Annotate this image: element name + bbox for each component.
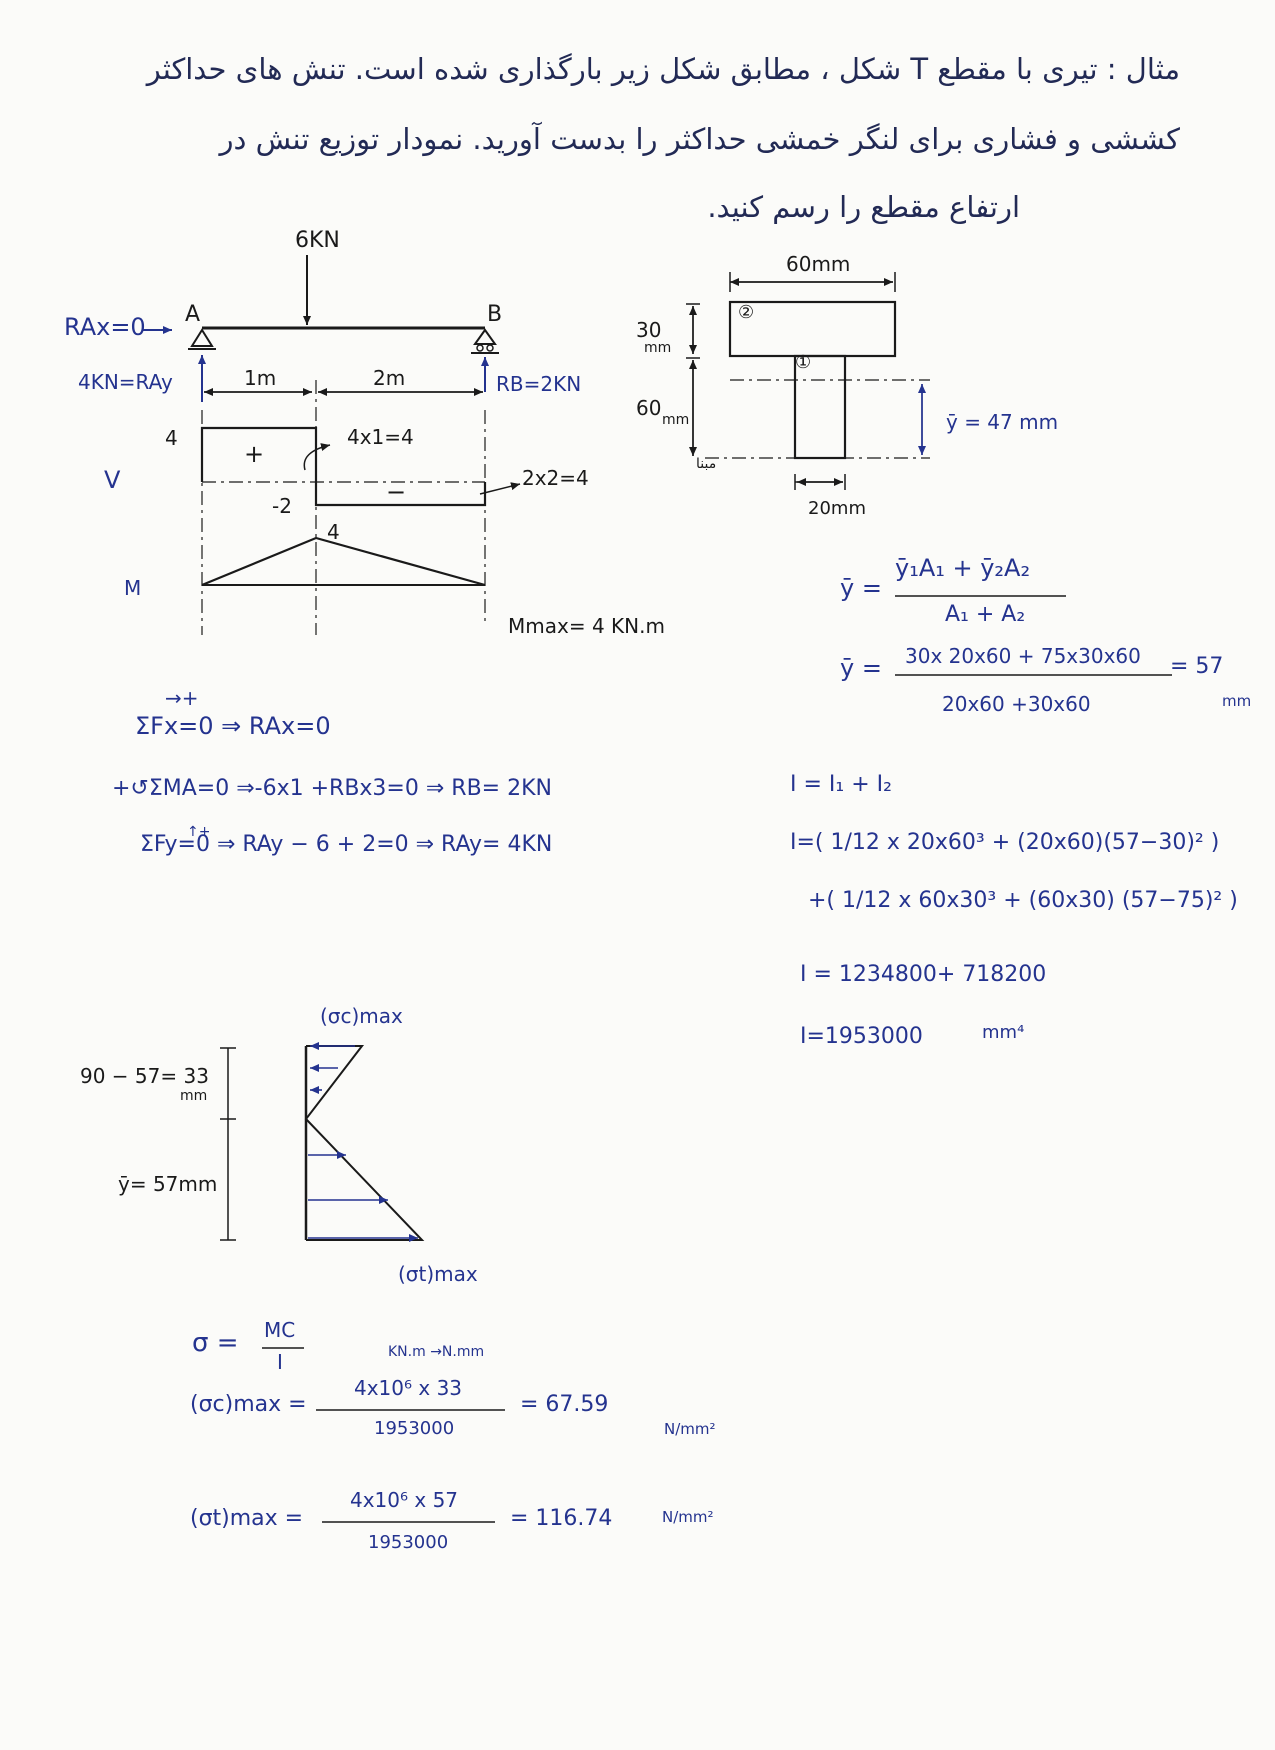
sigma-c-num: 4x10⁶ x 33 [354, 1376, 463, 1400]
ybar-label: ȳ = 47 mm [946, 410, 1059, 434]
sigma-t-den: 1953000 [368, 1532, 449, 1553]
point-a-label: A [185, 302, 201, 327]
shear-area-2: 2x2=4 [522, 466, 589, 490]
inertia-line-3: +( 1/12 x 60x30³ + (60x30) (57−75)² ) [808, 888, 1238, 913]
flange-height-label: 30 [636, 318, 662, 342]
rb-label: RB=2KN [496, 372, 582, 396]
roller-support-b [473, 328, 497, 345]
stress-dim-top-unit: mm [180, 1088, 208, 1104]
fraction-bars [262, 595, 1172, 1523]
inertia-unit: mm⁴ [982, 1022, 1025, 1043]
ray-label: 4KN=RAy [78, 370, 173, 394]
stress-distribution [220, 1042, 425, 1242]
centroid-calc-lhs: ȳ = [840, 654, 882, 682]
inertia-line-2: I=( 1/12 x 20x60³ + (20x60)(57−30)² ) [790, 830, 1220, 855]
shear-axis-label: V [104, 466, 121, 494]
eq-sum-fx: ΣFx=0 ⇒ RAx=0 [135, 712, 331, 740]
centroid-formula-den: A₁ + A₂ [945, 602, 1026, 627]
sigma-c-den: 1953000 [374, 1418, 455, 1439]
load-label: 6KN [295, 228, 340, 253]
eq-sum-fy: ΣFy=0 ⇒ RAy − 6 + 2=0 ⇒ RAy= 4KN [140, 832, 553, 857]
point-b-label: B [487, 302, 503, 327]
problem-line-3: ارتفاع مقطع را رسم کنید. [707, 190, 1020, 224]
centroid-formula-lhs: ȳ = [840, 574, 882, 602]
problem-line-1: مثال : تیری با مقطع T شکل ، مطابق شکل زی… [146, 52, 1180, 86]
moment-curve [201, 536, 486, 587]
problem-line-2: کششی و فشاری برای لنگر خمشی حداکثر را بد… [219, 122, 1180, 156]
sigma-t-label: (σt)max [398, 1262, 478, 1286]
shear-minus-sign: − [386, 478, 407, 506]
web-height-unit: mm [662, 412, 690, 428]
moment-peak: 4 [327, 520, 340, 544]
web-width-label: 20mm [808, 498, 866, 519]
unit-conversion: KN.m →N.mm [388, 1344, 485, 1360]
sigma-c-label: (σc)max [320, 1004, 403, 1028]
part-2-label: ② [738, 302, 755, 323]
stress-dim-top: 90 − 57= 33 [80, 1064, 209, 1088]
t-section [686, 272, 930, 490]
sigma-t-result: = 116.74 [510, 1506, 613, 1531]
centroid-result: = 57 [1170, 654, 1224, 679]
shear-area-1: 4x1=4 [347, 425, 414, 449]
part-1-label: ① [795, 352, 812, 373]
rax-label: RAx=0 [64, 313, 146, 341]
eq-sum-ma: +↺ΣMA=0 ⇒-6x1 +RBx3=0 ⇒ RB= 2KN [112, 776, 552, 801]
section-width-label: 60mm [786, 252, 851, 276]
moment-max: Mmax= 4 KN.m [508, 614, 665, 638]
sigma-c-lhs: (σc)max = [190, 1392, 307, 1417]
span2-label: 2m [373, 366, 406, 390]
moment-axis-label: M [124, 576, 142, 600]
sigma-t-num: 4x10⁶ x 57 [350, 1488, 459, 1512]
centroid-calc-den: 20x60 +30x60 [942, 692, 1091, 716]
sigma-c-unit: N/mm² [664, 1420, 716, 1438]
flexure-formula-den: I [277, 1350, 283, 1374]
base-label: مبنا [696, 456, 717, 472]
inertia-line-4: I = 1234800+ 718200 [800, 962, 1047, 987]
sigma-t-lhs: (σt)max = [190, 1506, 304, 1531]
eq1-arrow: →+ [165, 686, 199, 710]
t-flange [728, 300, 897, 358]
stress-dim-bottom: ȳ= 57mm [118, 1172, 218, 1196]
shear-plus-sign: + [244, 440, 265, 468]
sigma-t-unit: N/mm² [662, 1508, 714, 1526]
beam-drawing [142, 255, 499, 402]
inertia-line-1: I = I₁ + I₂ [790, 772, 892, 797]
span1-label: 1m [244, 366, 277, 390]
shear-value-pos: 4 [165, 426, 178, 450]
web-height-label: 60 [636, 396, 662, 420]
flexure-formula-lhs: σ = [192, 1328, 239, 1358]
centroid-formula-num: ȳ₁A₁ + ȳ₂A₂ [895, 554, 1031, 582]
pin-support-a [190, 328, 214, 347]
moment-diagram [201, 536, 486, 587]
centroid-calc-num: 30x 20x60 + 75x30x60 [905, 644, 1141, 668]
flexure-formula-num: MC [264, 1318, 296, 1342]
stress-profile [304, 1045, 425, 1241]
shear-diagram [200, 426, 521, 507]
flange-height-unit: mm [644, 340, 672, 356]
shear-value-neg: -2 [272, 494, 292, 518]
diagram-guides [201, 380, 486, 635]
inertia-line-5: I=1953000 [800, 1024, 923, 1049]
centroid-unit: mm [1222, 692, 1252, 710]
eq3-arrow: ↑+ [187, 824, 211, 840]
sigma-c-result: = 67.59 [520, 1392, 609, 1417]
shear-curve [200, 426, 487, 507]
